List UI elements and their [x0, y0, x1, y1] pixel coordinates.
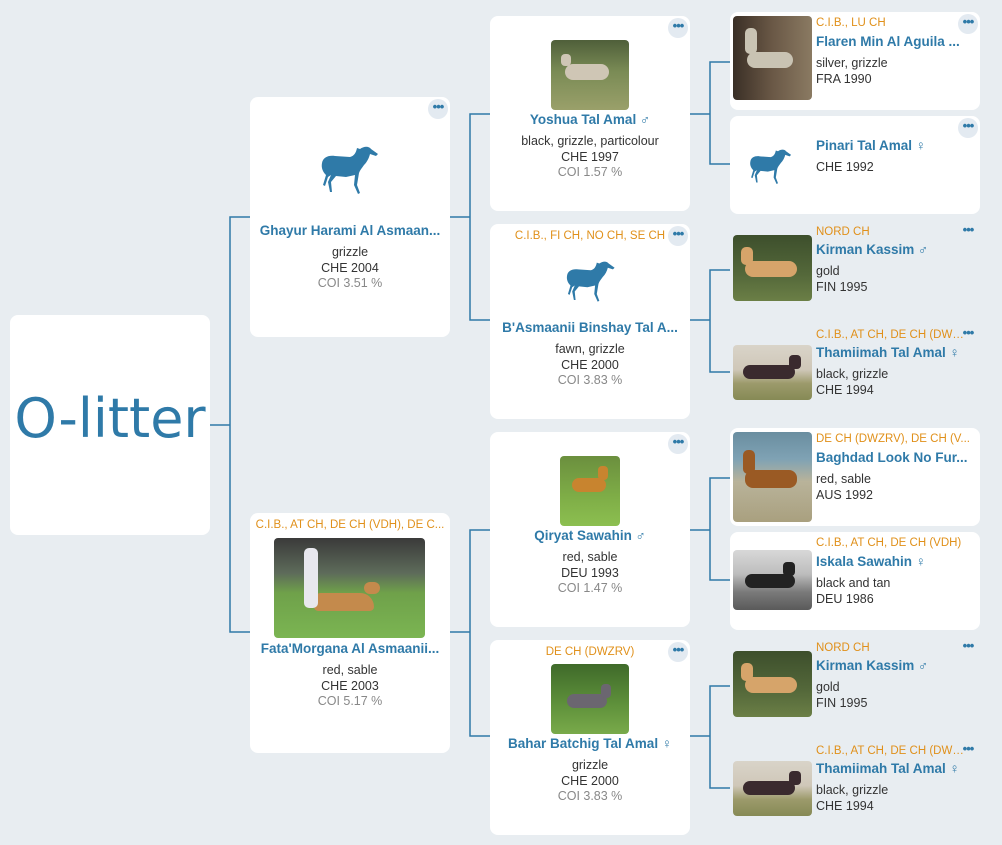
- dog-coi: COI 1.47 %: [557, 581, 623, 595]
- more-dots-icon[interactable]: •••: [668, 226, 688, 246]
- dog-color: grizzle: [331, 245, 369, 259]
- dog-coi: COI 1.57 %: [557, 165, 623, 179]
- more-dots-icon[interactable]: •••: [668, 642, 688, 662]
- dog-name[interactable]: Baghdad Look No Fur...: [816, 450, 968, 465]
- more-dots-icon[interactable]: •••: [962, 638, 975, 653]
- dog-color: silver, grizzle: [816, 56, 888, 70]
- dog-name[interactable]: Bahar Batchig Tal Amal ♀: [508, 736, 672, 751]
- more-dots-icon[interactable]: •••: [962, 222, 975, 237]
- dog-coi: COI 3.83 %: [557, 789, 623, 803]
- dog-photo: [274, 538, 425, 638]
- dog-name[interactable]: Fata'Morgana Al Asmaanii...: [260, 641, 440, 656]
- dam-dam-card[interactable]: DE CH (DWZRV) ••• Bahar Batchig Tal Amal…: [490, 640, 690, 835]
- dog-photo: [560, 456, 620, 526]
- dog-born: DEU 1986: [816, 592, 874, 606]
- sire-dam-card[interactable]: C.I.B., FI CH, NO CH, SE CH ••• B'Asmaan…: [490, 224, 690, 419]
- dog-born: CHE 2000: [561, 774, 619, 788]
- ancestor-card[interactable]: ••• Pinari Tal Amal ♀ CHE 1992: [730, 116, 980, 214]
- dog-coi: COI 5.17 %: [317, 694, 383, 708]
- dog-photo: [733, 550, 812, 610]
- dog-born: CHE 1997: [561, 150, 619, 164]
- ancestor-card[interactable]: ••• C.I.B., AT CH, DE CH (DWZ... Thamiim…: [730, 325, 980, 423]
- litter-card[interactable]: O-litter: [10, 315, 210, 535]
- more-dots-icon[interactable]: •••: [428, 99, 448, 119]
- dog-color: red, sable: [562, 550, 618, 564]
- dog-name[interactable]: Ghayur Harami Al Asmaan...: [259, 223, 441, 238]
- dog-photo: [733, 345, 812, 400]
- dog-born: AUS 1992: [816, 488, 873, 502]
- dam-sire-card[interactable]: ••• Qiryat Sawahin ♂ red, sable DEU 1993…: [490, 432, 690, 627]
- dog-name[interactable]: Iskala Sawahin ♀: [816, 554, 926, 569]
- ancestor-card[interactable]: ••• NORD CH Kirman Kassim ♂ gold FIN 199…: [730, 222, 980, 318]
- saluki-silhouette-icon: [750, 149, 792, 184]
- dam-card[interactable]: C.I.B., AT CH, DE CH (VDH), DE C... Fata…: [250, 513, 450, 753]
- sire-card[interactable]: ••• Ghayur Harami Al Asmaan... grizzle C…: [250, 97, 450, 337]
- dog-color: grizzle: [571, 758, 609, 772]
- ancestor-card[interactable]: ••• C.I.B., AT CH, DE CH (DWZ... Thamiim…: [730, 741, 980, 839]
- dog-born: FIN 1995: [816, 696, 868, 710]
- dog-name[interactable]: Kirman Kassim ♂: [816, 658, 929, 673]
- more-dots-icon[interactable]: •••: [958, 118, 978, 138]
- dog-born: CHE 1992: [816, 160, 874, 174]
- dog-photo: [733, 761, 812, 816]
- dog-photo: [733, 235, 812, 301]
- dog-coi: COI 3.83 %: [557, 373, 623, 387]
- more-dots-icon[interactable]: •••: [668, 18, 688, 38]
- sire-sire-card[interactable]: ••• Yoshua Tal Amal ♂ black, grizzle, pa…: [490, 16, 690, 211]
- ancestor-card[interactable]: DE CH (DWZRV), DE CH (V... Baghdad Look …: [730, 428, 980, 526]
- ancestor-card[interactable]: C.I.B., AT CH, DE CH (VDH) Iskala Sawahi…: [730, 532, 980, 630]
- saluki-silhouette-icon: [321, 146, 378, 194]
- dog-name[interactable]: Yoshua Tal Amal ♂: [529, 112, 651, 127]
- dog-titles: DE CH (DWZRV), DE CH (V...: [816, 433, 970, 445]
- dog-color: red, sable: [322, 663, 378, 677]
- dog-color: red, sable: [816, 472, 871, 486]
- more-dots-icon[interactable]: •••: [962, 325, 975, 340]
- dog-born: FIN 1995: [816, 280, 868, 294]
- dog-photo: [733, 651, 812, 717]
- dog-titles: C.I.B., FI CH, NO CH, SE CH: [514, 230, 666, 242]
- dog-color: black, grizzle, particolour: [521, 134, 659, 148]
- dog-born: DEU 1993: [561, 566, 619, 580]
- saluki-silhouette-icon: [566, 261, 615, 302]
- dog-color: black, grizzle: [816, 367, 889, 381]
- dog-titles: NORD CH: [816, 642, 870, 654]
- ancestor-card[interactable]: ••• NORD CH Kirman Kassim ♂ gold FIN 199…: [730, 638, 980, 734]
- dog-color: gold: [816, 264, 840, 278]
- dog-titles: C.I.B., AT CH, DE CH (DWZ...: [816, 745, 964, 757]
- dog-photo: [733, 16, 812, 100]
- dog-titles: C.I.B., AT CH, DE CH (VDH), DE C...: [255, 519, 445, 531]
- dog-name[interactable]: Qiryat Sawahin ♂: [534, 528, 646, 543]
- dog-born: CHE 1994: [816, 383, 874, 397]
- dog-born: CHE 2004: [321, 261, 379, 275]
- dog-name[interactable]: Kirman Kassim ♂: [816, 242, 929, 257]
- dog-photo: [551, 664, 629, 734]
- dog-name[interactable]: Flaren Min Al Aguila ...: [816, 34, 960, 49]
- dog-born: FRA 1990: [816, 72, 872, 86]
- dog-photo: [551, 40, 629, 110]
- litter-title: O-litter: [14, 387, 206, 450]
- dog-titles: C.I.B., LU CH: [816, 17, 886, 29]
- dog-titles: C.I.B., AT CH, DE CH (VDH): [816, 537, 962, 549]
- more-dots-icon[interactable]: •••: [962, 741, 975, 756]
- dog-titles: DE CH (DWZRV): [545, 646, 635, 658]
- dog-name[interactable]: Thamiimah Tal Amal ♀: [816, 761, 960, 776]
- dog-color: fawn, grizzle: [555, 342, 625, 356]
- more-dots-icon[interactable]: •••: [668, 434, 688, 454]
- dog-color: black, grizzle: [816, 783, 889, 797]
- dog-born: CHE 1994: [816, 799, 874, 813]
- dog-color: gold: [816, 680, 840, 694]
- dog-name[interactable]: B'Asmaanii Binshay Tal A...: [502, 320, 678, 335]
- dog-titles: NORD CH: [816, 226, 870, 238]
- dog-name[interactable]: Thamiimah Tal Amal ♀: [816, 345, 960, 360]
- ancestor-card[interactable]: ••• C.I.B., LU CH Flaren Min Al Aguila .…: [730, 12, 980, 110]
- dog-born: CHE 2003: [321, 679, 379, 693]
- dog-coi: COI 3.51 %: [317, 276, 383, 290]
- dog-color: black and tan: [816, 576, 891, 590]
- dog-name[interactable]: Pinari Tal Amal ♀: [816, 138, 926, 153]
- dog-born: CHE 2000: [561, 358, 619, 372]
- dog-titles: C.I.B., AT CH, DE CH (DWZ...: [816, 329, 964, 341]
- more-dots-icon[interactable]: •••: [958, 14, 978, 34]
- dog-photo: [733, 432, 812, 522]
